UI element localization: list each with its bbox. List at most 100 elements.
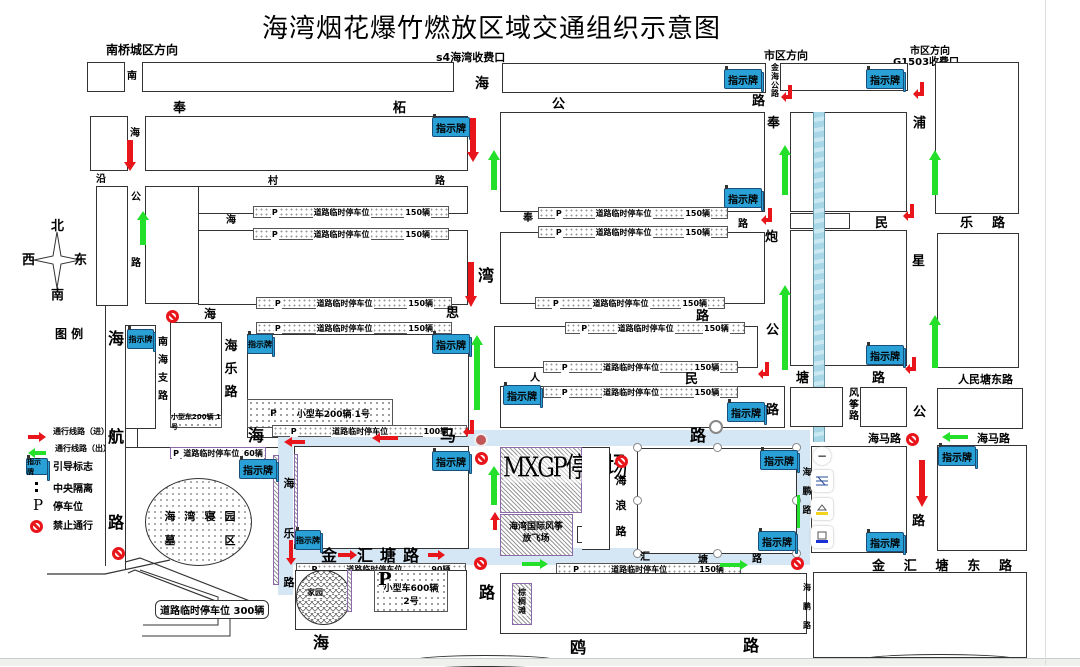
- red-arrow-up-icon: [490, 512, 500, 530]
- road-label: 路: [752, 554, 762, 565]
- road-label: 海: [475, 76, 489, 92]
- block: [96, 186, 128, 306]
- red-turn-arrow-icon: [905, 357, 916, 374]
- road-label: 沿: [96, 174, 106, 185]
- green-arrow-up-icon: [471, 335, 483, 410]
- sign-board: 指示牌: [866, 342, 906, 368]
- sign-board: 指示牌: [503, 382, 543, 408]
- cemetery-area: [145, 478, 252, 566]
- map-title: 海湾烟花爆竹燃放区域交通组织示意图: [262, 14, 722, 44]
- resize-handle[interactable]: [633, 443, 642, 452]
- collapse-button[interactable]: −: [813, 447, 831, 465]
- road-label: 路: [998, 559, 1012, 574]
- no-entry-icon: [30, 520, 43, 533]
- red-turn-arrow-icon: [913, 82, 924, 99]
- road-label: 路: [872, 371, 886, 386]
- parking-lot-2: P 小型车600辆 2号: [374, 569, 448, 612]
- sign-board-icon: 指示牌: [26, 455, 50, 481]
- cemetery-char: 海: [164, 510, 176, 523]
- road-label: 路: [743, 636, 760, 655]
- road-label: 塘: [380, 546, 397, 565]
- green-arrow-up-icon: [779, 285, 791, 370]
- sign-board: 指示牌: [866, 529, 906, 555]
- road-label: 海马路: [977, 432, 1010, 445]
- page-bottom-bar: [0, 658, 1080, 666]
- road-label-haile: 海乐路: [224, 339, 238, 400]
- road-label: 汇: [357, 546, 374, 565]
- red-arrow-left-icon: [284, 437, 305, 447]
- road-label: 金: [321, 546, 338, 565]
- rotate-handle-icon[interactable]: [709, 420, 723, 434]
- road-label: 海: [130, 128, 140, 139]
- line-color-button[interactable]: [811, 526, 833, 548]
- parking-p-icon: P: [33, 496, 44, 514]
- road-label: 奉: [767, 116, 781, 131]
- sign-board: 指示牌: [724, 66, 764, 92]
- red-arrow-down-icon: [124, 140, 136, 171]
- red-turn-arrow-icon: [903, 204, 914, 221]
- sign-board: 指示牌: [866, 66, 906, 92]
- compass-south: 南: [51, 288, 65, 303]
- shape-style-button[interactable]: [811, 470, 833, 492]
- road-label: 浦: [913, 116, 927, 131]
- green-arrow-right-icon: [522, 559, 548, 569]
- red-arrow-down-icon: [467, 118, 479, 162]
- minus-icon: −: [816, 449, 828, 463]
- resize-handle[interactable]: [792, 496, 801, 505]
- road-label: 东: [967, 559, 981, 574]
- road-label: 人: [530, 373, 540, 384]
- fill-color-button[interactable]: [811, 498, 833, 520]
- sign-board: 指示牌: [432, 448, 472, 474]
- median-hatch: [273, 455, 279, 585]
- legend-label: 禁止通行: [53, 521, 93, 532]
- road-label: 湾: [478, 266, 495, 285]
- no-entry-icon: [906, 433, 919, 446]
- road-label: 路: [752, 94, 766, 109]
- cemetery-char: 墓: [164, 534, 176, 547]
- block: [935, 62, 1019, 214]
- river: [813, 112, 825, 442]
- sign-board: 指示牌: [724, 185, 764, 211]
- road-label: 思: [446, 306, 460, 321]
- road-label-nanhaizhi: 南海支路: [158, 337, 168, 402]
- direction-shiqu-2: 市区方向: [910, 46, 950, 57]
- road-label: 公: [913, 405, 927, 420]
- no-entry-icon: [112, 547, 125, 560]
- road-label: 塘: [698, 555, 708, 566]
- fill-bucket-icon: [816, 504, 828, 515]
- compass-north: 北: [51, 219, 65, 234]
- sign-board: 指示牌: [247, 331, 275, 357]
- road-label: 路: [435, 176, 445, 187]
- sign-board: 指示牌: [760, 447, 800, 473]
- direction-s4-toll: s4海湾收费口: [436, 51, 506, 64]
- block: [582, 447, 610, 550]
- road-label: 海: [283, 477, 295, 490]
- road-label: 南: [127, 71, 137, 82]
- resize-handle[interactable]: [713, 443, 722, 452]
- shape-style-icon: [816, 476, 828, 486]
- block: [790, 230, 907, 366]
- road-edge: [105, 306, 106, 566]
- kite-field: [500, 514, 573, 556]
- resize-handle[interactable]: [633, 496, 642, 505]
- resize-handle[interactable]: [633, 549, 642, 558]
- direction-g1503-toll: G1503收费口: [893, 57, 960, 68]
- red-arrow-down-icon: [465, 262, 477, 307]
- resize-handle[interactable]: [713, 549, 722, 558]
- road-label: 路: [108, 513, 125, 532]
- location-marker-icon: [474, 433, 488, 447]
- block: [87, 62, 125, 92]
- direction-shiqu-1: 市区方向: [764, 49, 808, 62]
- no-entry-icon: [791, 557, 804, 570]
- road-label: 人民塘东路: [958, 373, 1013, 386]
- road-label: 公: [131, 192, 141, 203]
- green-arrow-up-icon: [929, 315, 941, 368]
- road-label: 路: [912, 514, 926, 529]
